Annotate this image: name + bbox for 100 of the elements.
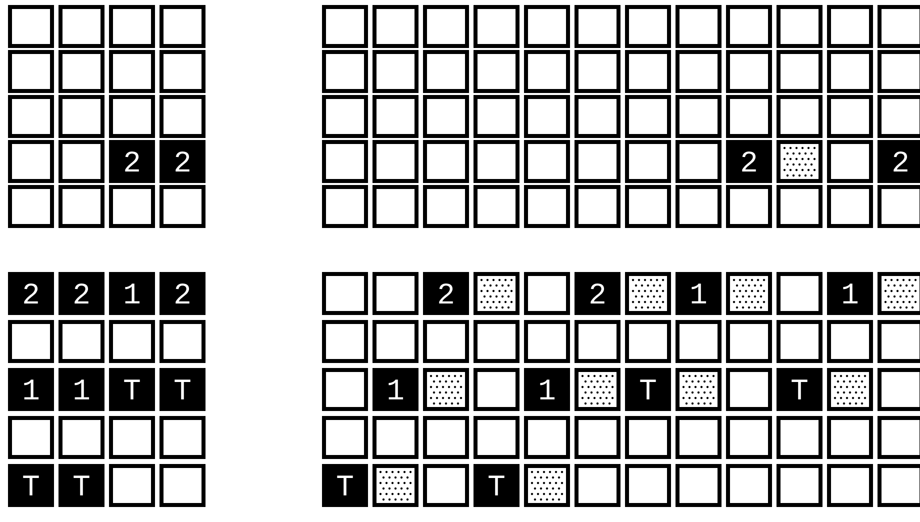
empty-square (322, 272, 368, 315)
empty-square (574, 416, 620, 459)
empty-square (58, 50, 104, 93)
labeled-square: 1 (372, 368, 418, 411)
empty-square (58, 95, 104, 138)
labeled-square: 1 (8, 368, 54, 411)
empty-square (372, 5, 418, 48)
empty-square (372, 140, 418, 183)
empty-square (676, 416, 722, 459)
empty-square (625, 185, 671, 228)
empty-square (322, 50, 368, 93)
dotted-square (474, 272, 520, 315)
empty-square (423, 185, 469, 228)
empty-square (776, 5, 822, 48)
empty-square (827, 185, 873, 228)
empty-square (676, 95, 722, 138)
empty-square (474, 185, 520, 228)
empty-square (160, 50, 206, 93)
empty-square (776, 50, 822, 93)
empty-square (322, 320, 368, 363)
empty-square (574, 320, 620, 363)
empty-square (827, 95, 873, 138)
empty-square (524, 50, 570, 93)
empty-square (160, 416, 206, 459)
dotted-square (372, 464, 418, 507)
empty-square (574, 5, 620, 48)
empty-square (676, 185, 722, 228)
empty-square (8, 5, 54, 48)
labeled-square: 1 (827, 272, 873, 315)
labeled-square: 2 (109, 140, 155, 183)
empty-square (58, 185, 104, 228)
empty-square (58, 416, 104, 459)
empty-square (109, 320, 155, 363)
empty-square (574, 464, 620, 507)
empty-square (726, 50, 772, 93)
empty-square (474, 416, 520, 459)
empty-square (827, 50, 873, 93)
labeled-square: 2 (726, 140, 772, 183)
dotted-square (423, 368, 469, 411)
labeled-square: 1 (524, 368, 570, 411)
empty-square (322, 140, 368, 183)
empty-square (676, 140, 722, 183)
empty-square (160, 464, 206, 507)
empty-square (423, 464, 469, 507)
empty-square (8, 50, 54, 93)
empty-square (776, 416, 822, 459)
labeled-square: T (322, 464, 368, 507)
empty-square (827, 464, 873, 507)
empty-square (160, 95, 206, 138)
empty-square (827, 5, 873, 48)
empty-square (474, 140, 520, 183)
empty-square (625, 5, 671, 48)
dotted-square (524, 464, 570, 507)
dotted-square (827, 368, 873, 411)
labeled-square: 1 (676, 272, 722, 315)
empty-square (423, 416, 469, 459)
empty-square (726, 5, 772, 48)
empty-square (423, 95, 469, 138)
empty-square (625, 464, 671, 507)
empty-square (109, 95, 155, 138)
empty-square (776, 464, 822, 507)
empty-square (524, 95, 570, 138)
empty-square (372, 416, 418, 459)
empty-square (8, 185, 54, 228)
empty-square (109, 185, 155, 228)
empty-square (160, 5, 206, 48)
empty-square (625, 50, 671, 93)
labeled-square: T (58, 464, 104, 507)
labeled-square: 1 (58, 368, 104, 411)
empty-square (474, 5, 520, 48)
empty-square (8, 140, 54, 183)
labeled-square: 2 (8, 272, 54, 315)
empty-square (776, 320, 822, 363)
dotted-square (676, 368, 722, 411)
empty-square (827, 140, 873, 183)
empty-square (423, 320, 469, 363)
empty-square (8, 95, 54, 138)
labeled-square: 1 (109, 272, 155, 315)
labeled-square: 2 (574, 272, 620, 315)
labeled-square: 2 (160, 140, 206, 183)
empty-square (423, 5, 469, 48)
empty-square (160, 185, 206, 228)
empty-square (109, 416, 155, 459)
empty-square (372, 272, 418, 315)
empty-square (676, 320, 722, 363)
empty-square (372, 95, 418, 138)
empty-square (524, 5, 570, 48)
empty-square (423, 140, 469, 183)
empty-square (322, 368, 368, 411)
empty-square (776, 185, 822, 228)
empty-square (423, 50, 469, 93)
empty-square (322, 95, 368, 138)
empty-square (322, 416, 368, 459)
empty-square (827, 416, 873, 459)
dotted-square (574, 368, 620, 411)
empty-square (109, 50, 155, 93)
empty-square (109, 464, 155, 507)
dotted-square (726, 272, 772, 315)
empty-square (676, 50, 722, 93)
labeled-square: 2 (58, 272, 104, 315)
